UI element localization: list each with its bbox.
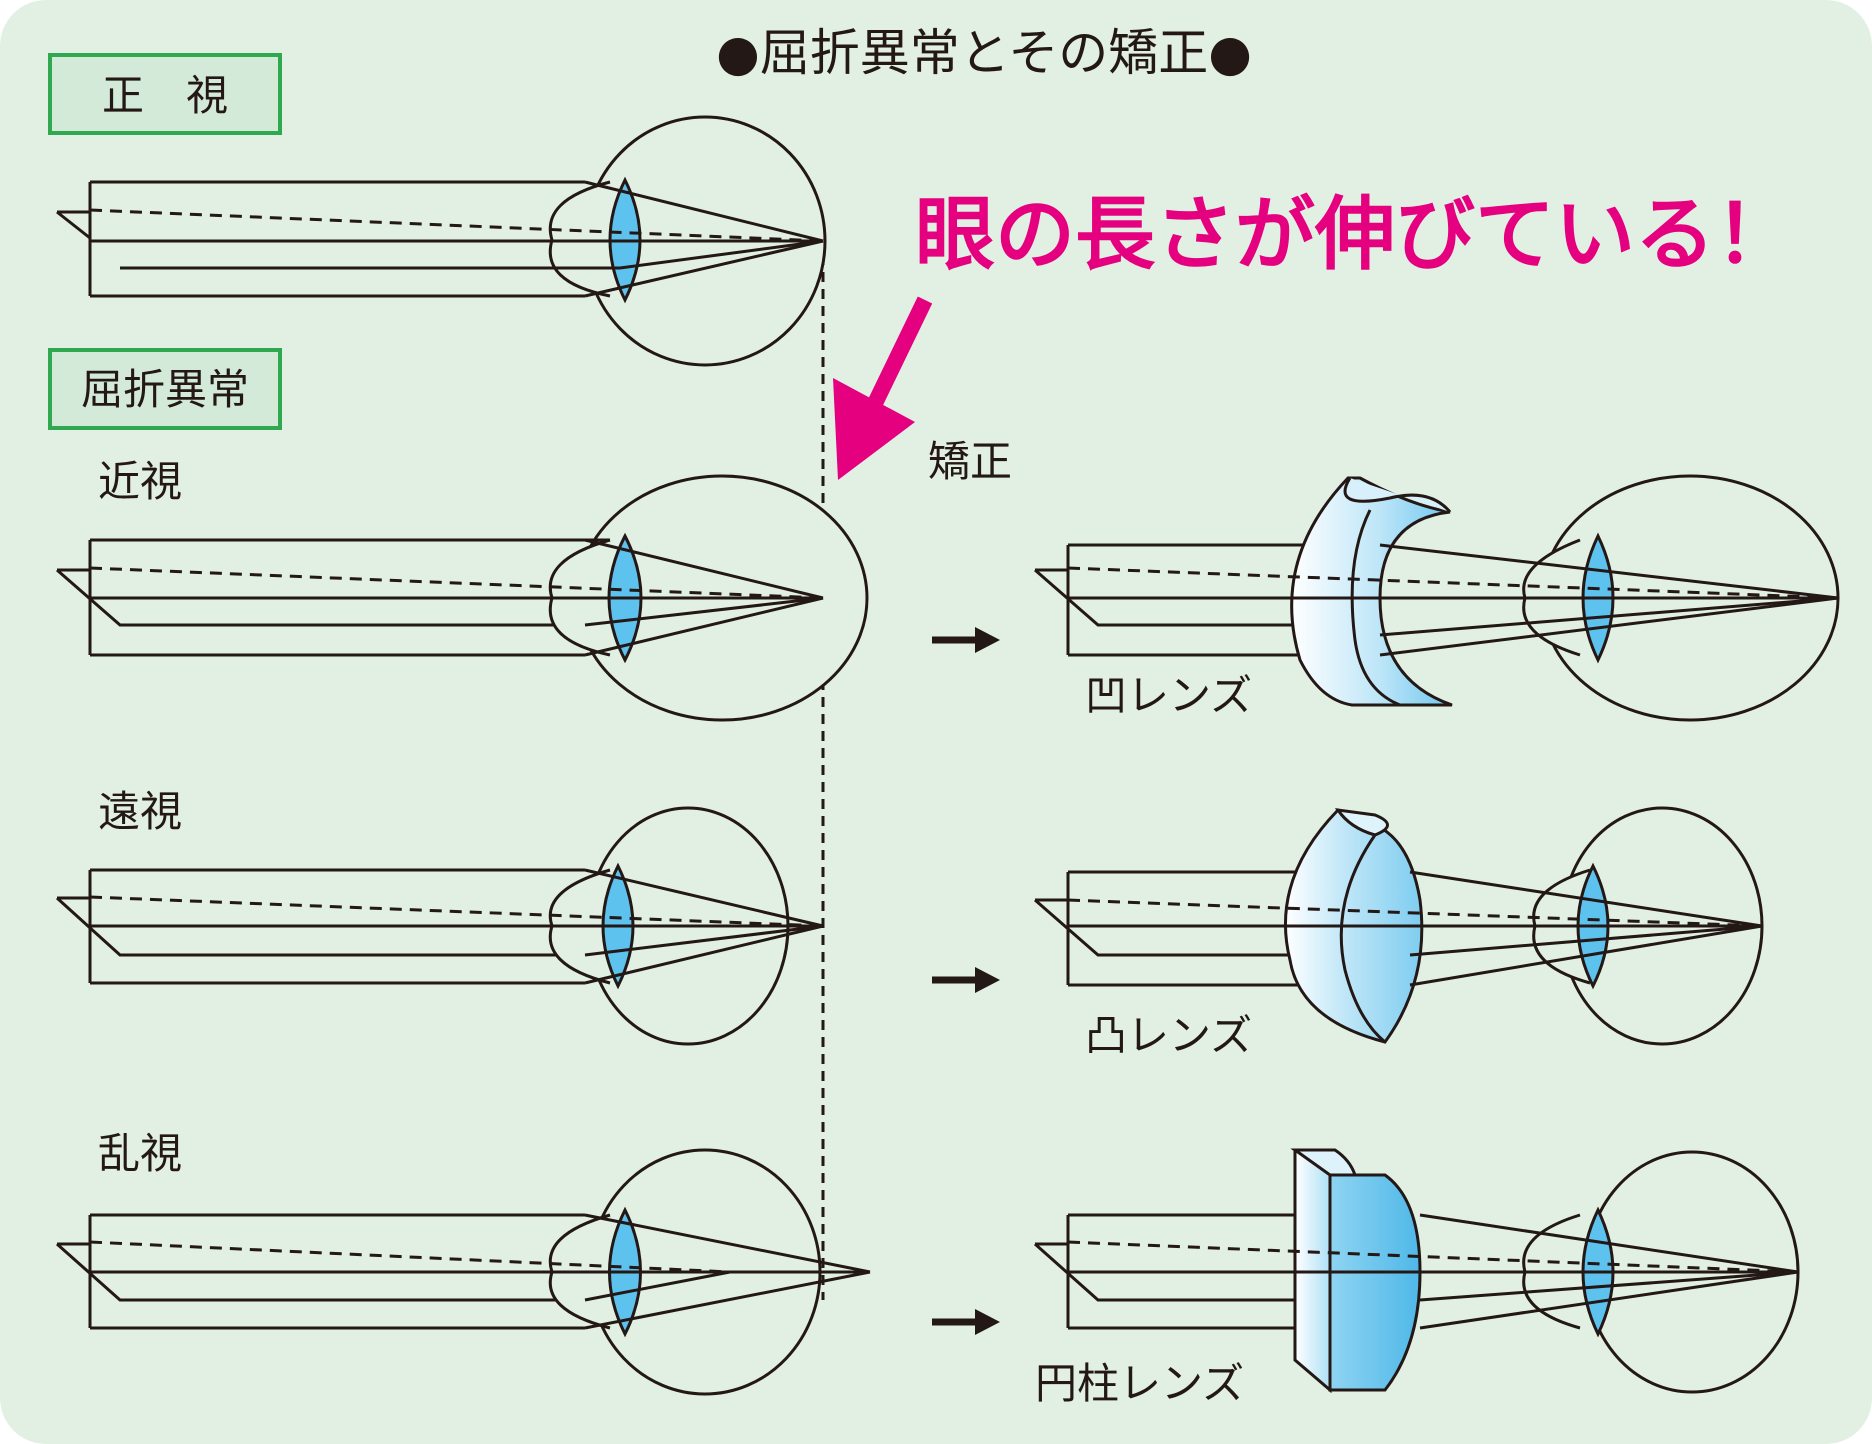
hyperopia-eye	[55, 806, 824, 1046]
cylindrical-lens-label: 円柱レンズ	[1035, 1359, 1244, 1408]
callout-arrow	[833, 296, 933, 480]
concave-lens	[1290, 476, 1453, 707]
correction-label: 矯正	[928, 437, 1012, 486]
hyperopia-label: 遠視	[98, 787, 182, 836]
normal-vision-label: 正 視	[102, 71, 228, 120]
normal-eye	[56, 115, 827, 367]
cylindrical-lens-side	[1293, 1148, 1332, 1394]
cylindrical-lens-face	[1328, 1173, 1422, 1392]
arrow-hyperopia	[932, 967, 1000, 993]
myopia-label: 近視	[98, 457, 182, 506]
refractive-error-box: 屈折異常	[48, 348, 282, 430]
astigmatism-eye	[56, 1148, 871, 1396]
callout-text: 眼の長さが伸びている！	[915, 188, 1795, 281]
arrow-astigmatism	[932, 1309, 1000, 1335]
astigmatism-label: 乱視	[98, 1129, 182, 1178]
cylindrical-lens-correction	[1034, 1148, 1800, 1394]
normal-vision-box: 正 視	[48, 53, 282, 135]
convex-lens-correction	[1034, 806, 1764, 1046]
myopia-eye	[56, 474, 869, 722]
refractive-error-label: 屈折異常	[81, 365, 249, 414]
concave-lens-label: 凹レンズ	[1085, 671, 1252, 720]
concave-lens-correction	[1034, 474, 1840, 722]
arrow-myopia	[932, 627, 1000, 653]
convex-lens-label: 凸レンズ	[1085, 1011, 1252, 1060]
page-title: ●屈折異常とその矯正●	[716, 24, 1252, 82]
